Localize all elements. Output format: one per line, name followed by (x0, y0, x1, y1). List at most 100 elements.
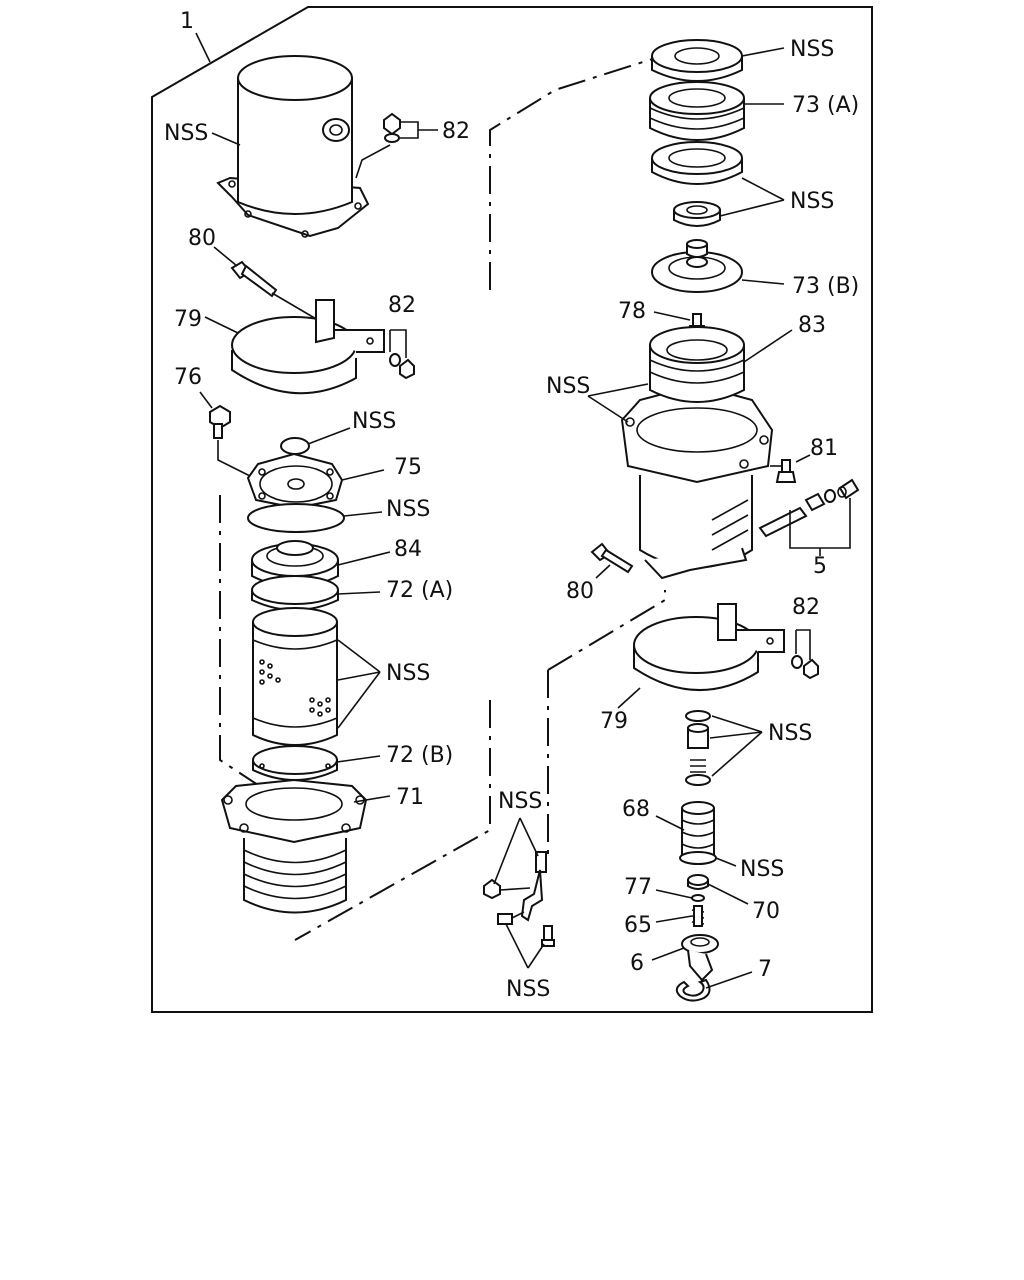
head-nss-leaders (587, 383, 649, 423)
label-gasket-nss-left: NSS (386, 497, 430, 522)
assembly-leader (195, 32, 211, 63)
separator-right (547, 590, 666, 860)
bolt-80-right (590, 542, 634, 574)
label-harness-nss-top: NSS (498, 789, 542, 814)
nut-82-left (389, 353, 415, 380)
label-nut-82-top: 82 (442, 119, 470, 144)
label-nut-82-right: 82 (792, 595, 820, 620)
label-plate-75: 75 (394, 455, 422, 480)
label-plate-73b: 73 (B) (792, 274, 859, 299)
label-bolt-80-right: 80 (566, 579, 594, 604)
label-head-83: 83 (798, 313, 826, 338)
washer-77 (691, 894, 705, 902)
filter-case-71 (220, 778, 368, 914)
valve-68-leader (655, 815, 685, 831)
filter-head-83 (620, 326, 774, 580)
spring-65 (691, 905, 705, 927)
nut-82-top (383, 112, 401, 143)
label-ring-72a: 72 (A) (386, 578, 453, 603)
wiring-harness-nss (483, 851, 555, 947)
band-clamp-79-left (231, 299, 385, 395)
label-seal-nss-top: NSS (790, 37, 834, 62)
band-79-left-leader (204, 316, 239, 334)
label-cap-nss: NSS (352, 409, 396, 434)
label-seal-73a: 73 (A) (792, 93, 859, 118)
assembly-frame (151, 6, 873, 1013)
seal-73a (649, 81, 745, 141)
washer-77-leader (655, 889, 693, 899)
label-drain-6: 6 (630, 951, 644, 976)
label-element-nss: NSS (386, 661, 430, 686)
label-spacer-nss: NSS (790, 189, 834, 214)
cover-leader (211, 132, 241, 146)
seat-70-leader (707, 883, 749, 905)
bolt-76 (209, 404, 231, 439)
ring-72a (251, 575, 339, 611)
separator-lower (219, 495, 259, 786)
label-plug-78: 78 (618, 299, 646, 324)
ring-72b-leader (336, 755, 381, 763)
label-band-79-right: 79 (600, 709, 628, 734)
band-79-right-leader (617, 687, 641, 709)
spacer-nss-leaders (719, 177, 785, 217)
valve-nss-leader (715, 857, 737, 867)
label-bolt-76: 76 (174, 365, 202, 390)
label-orings-nss: NSS (768, 721, 812, 746)
gasket-nss-left-leader (343, 511, 383, 517)
label-cover-nss: NSS (164, 121, 208, 146)
label-assembly-1: 1 (180, 9, 194, 34)
bolt-76-axis (217, 440, 255, 479)
bolt-80-left-axis (271, 292, 319, 321)
spacer-nss (651, 141, 743, 227)
label-bolt-81: 81 (810, 436, 838, 461)
bolt-76-leader (199, 391, 213, 409)
label-bolt-80-left: 80 (188, 226, 216, 251)
plug-78-leader (653, 311, 691, 321)
label-ring-84: 84 (394, 537, 422, 562)
label-washer-77: 77 (624, 875, 652, 900)
valve-68 (679, 801, 717, 865)
harness-nss-top-leaders (493, 817, 539, 885)
filter-element-nss (252, 607, 338, 746)
nut-82-left-bracket (389, 329, 407, 358)
label-snapring-7: 7 (758, 957, 772, 982)
cap-nss (280, 437, 310, 455)
harness-nss-bottom-leaders (505, 923, 545, 969)
plate-73b-leader (741, 279, 785, 285)
drain-plug-6 (681, 934, 719, 982)
label-ring-72b: 72 (B) (386, 743, 453, 768)
element-nss-leaders (337, 639, 381, 729)
ring-72a-leader (337, 591, 381, 595)
label-case-71: 71 (396, 785, 424, 810)
bolt-80-left-leader (213, 246, 238, 267)
ring-72b (252, 745, 338, 781)
nut-82-top-bracket (400, 121, 438, 139)
sensor-5 (758, 478, 860, 538)
ring-84-leader (337, 551, 391, 566)
label-spring-65: 65 (624, 913, 652, 938)
orings-nss-leaders (709, 715, 763, 777)
orings-nss (685, 710, 711, 786)
bolt-80-right-leader (595, 564, 611, 579)
separator-middle (294, 700, 491, 941)
bolt-81 (775, 459, 797, 483)
label-harness-nss-bottom: NSS (506, 977, 550, 1002)
plate-75-leader (341, 469, 385, 481)
label-valve-68: 68 (622, 797, 650, 822)
bolt-80-left (230, 260, 278, 298)
gasket-nss-left (247, 503, 345, 533)
separator-top (489, 54, 666, 290)
cover-can (216, 55, 370, 238)
head-83-leader (743, 329, 793, 363)
label-sensor-5: 5 (813, 554, 827, 579)
bolt-81-leader (795, 454, 811, 463)
seat-70 (687, 874, 709, 890)
band-clamp-79-right (633, 603, 785, 691)
snapring-7-leader (705, 971, 753, 989)
case-71-leader (353, 795, 391, 803)
cover-line-to-nut (355, 144, 391, 179)
plate-73b (651, 239, 743, 293)
nut-82-right (791, 655, 819, 680)
cap-nss-leader (307, 427, 351, 445)
